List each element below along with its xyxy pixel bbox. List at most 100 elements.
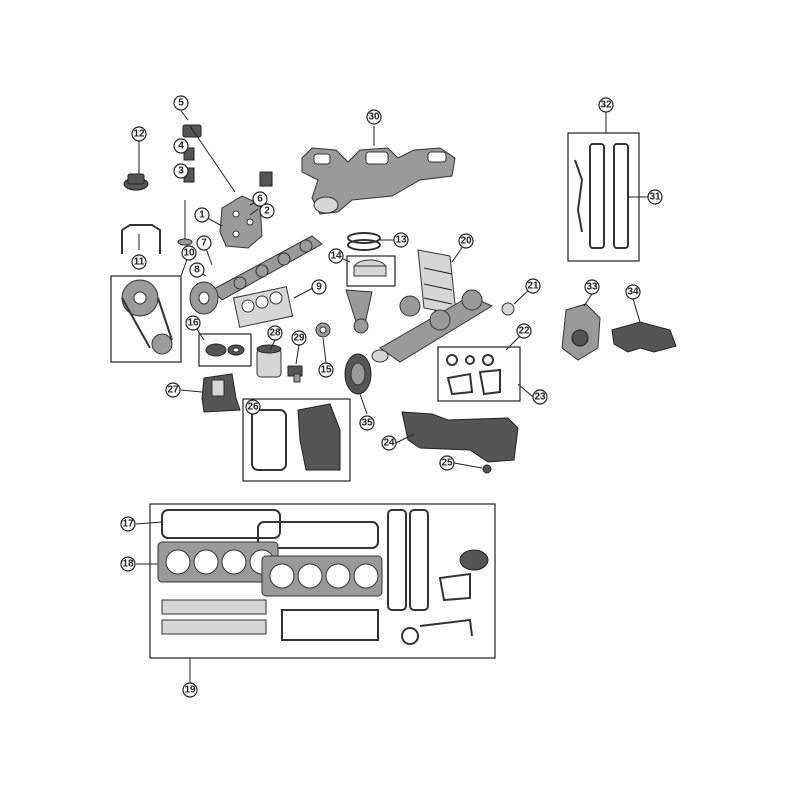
cam-sprocket — [189, 281, 219, 315]
callout-13: 13 — [393, 232, 409, 248]
callout-24: 24 — [381, 435, 397, 451]
svg-text:35: 35 — [361, 418, 373, 429]
callout-20: 20 — [458, 233, 474, 249]
svg-text:10: 10 — [183, 248, 195, 259]
intake-manifold-gaskets — [574, 143, 629, 249]
callout-5: 5 — [173, 95, 189, 111]
callout-9: 9 — [311, 279, 327, 295]
callout-7: 7 — [196, 235, 212, 251]
svg-text:14: 14 — [330, 251, 342, 262]
gasket-set-frame — [149, 503, 496, 659]
svg-text:12: 12 — [133, 129, 145, 140]
callout-29: 29 — [291, 330, 307, 346]
svg-text:5: 5 — [178, 98, 184, 109]
seal-ring — [315, 322, 331, 338]
drain-plug — [482, 464, 492, 474]
callout-21: 21 — [525, 278, 541, 294]
oil-pump-gaskets — [446, 354, 501, 396]
svg-text:32: 32 — [600, 100, 612, 111]
callout-8: 8 — [189, 262, 205, 278]
callout-30: 30 — [366, 109, 382, 125]
thermostat-housing — [611, 321, 677, 353]
oil-pan-small — [297, 403, 341, 471]
svg-text:15: 15 — [320, 365, 332, 376]
oil-pan-gasket — [251, 409, 287, 471]
svg-text:1: 1 — [199, 210, 205, 221]
callout-2: 2 — [259, 203, 275, 219]
callout-26: 26 — [245, 399, 261, 415]
callout-11: 11 — [131, 254, 147, 270]
svg-text:29: 29 — [293, 333, 305, 344]
piston-rings — [347, 232, 381, 251]
exhaust-manifold — [301, 147, 456, 215]
svg-text:2: 2 — [264, 206, 270, 217]
svg-text:31: 31 — [649, 192, 661, 203]
svg-text:24: 24 — [383, 438, 395, 449]
callout-28: 28 — [267, 325, 283, 341]
crankshaft — [371, 289, 494, 363]
callout-12: 12 — [131, 126, 147, 142]
svg-text:23: 23 — [534, 392, 546, 403]
svg-text:33: 33 — [586, 282, 598, 293]
svg-text:13: 13 — [395, 235, 407, 246]
svg-text:7: 7 — [201, 238, 207, 249]
oil-filter — [256, 344, 282, 378]
svg-text:21: 21 — [527, 281, 539, 292]
callout-35: 35 — [359, 415, 375, 431]
callout-19: 19 — [182, 682, 198, 698]
svg-text:26: 26 — [247, 402, 259, 413]
rear-main-seal — [205, 343, 245, 357]
callout-22: 22 — [516, 323, 532, 339]
svg-text:17: 17 — [122, 519, 134, 530]
piston — [353, 259, 387, 277]
camshaft — [211, 235, 323, 301]
main-bearings — [417, 249, 457, 315]
svg-text:8: 8 — [194, 265, 200, 276]
oil-filler-cap — [123, 173, 149, 191]
harmonic-balancer — [344, 353, 372, 395]
callout-1: 1 — [194, 207, 210, 223]
callout-4: 4 — [173, 138, 189, 154]
svg-text:9: 9 — [316, 282, 322, 293]
callout-10: 10 — [181, 245, 197, 261]
cam-bearings — [232, 286, 294, 328]
svg-text:19: 19 — [184, 685, 196, 696]
leader-lines — [135, 110, 648, 684]
callout-27: 27 — [165, 382, 181, 398]
oil-pump-gasket-frame — [437, 346, 521, 402]
head-gasket-set — [157, 509, 489, 645]
callout-16: 16 — [185, 315, 201, 331]
valve-train — [177, 124, 202, 246]
callouts: 5 12 4 3 6 2 1 7 10 11 8 9 16 28 29 15 2… — [120, 95, 663, 698]
connecting-rod — [345, 289, 373, 334]
callout-25: 25 — [439, 455, 455, 471]
oil-pan-gasket-frame — [242, 398, 351, 482]
svg-text:18: 18 — [122, 559, 134, 570]
svg-text:30: 30 — [368, 112, 380, 123]
piston-frame — [346, 255, 396, 287]
svg-text:27: 27 — [167, 385, 179, 396]
water-pump — [561, 303, 601, 361]
callout-6: 6 — [252, 191, 268, 207]
callout-31: 31 — [647, 189, 663, 205]
callout-18: 18 — [120, 556, 136, 572]
engine-mount — [201, 373, 241, 413]
thrust-washer — [501, 302, 515, 316]
callout-3: 3 — [173, 163, 189, 179]
callout-33: 33 — [584, 279, 600, 295]
callout-32: 32 — [598, 97, 614, 113]
callout-15: 15 — [318, 362, 334, 378]
callout-34: 34 — [625, 284, 641, 300]
oil-pan — [401, 411, 519, 463]
svg-text:11: 11 — [134, 257, 145, 268]
svg-text:20: 20 — [460, 236, 472, 247]
svg-text:25: 25 — [441, 458, 453, 469]
svg-text:22: 22 — [518, 326, 530, 337]
svg-text:4: 4 — [178, 141, 184, 152]
svg-text:28: 28 — [269, 328, 281, 339]
svg-text:6: 6 — [257, 194, 263, 205]
callout-14: 14 — [328, 248, 344, 264]
callout-17: 17 — [120, 516, 136, 532]
oil-pressure-sender — [287, 365, 303, 383]
